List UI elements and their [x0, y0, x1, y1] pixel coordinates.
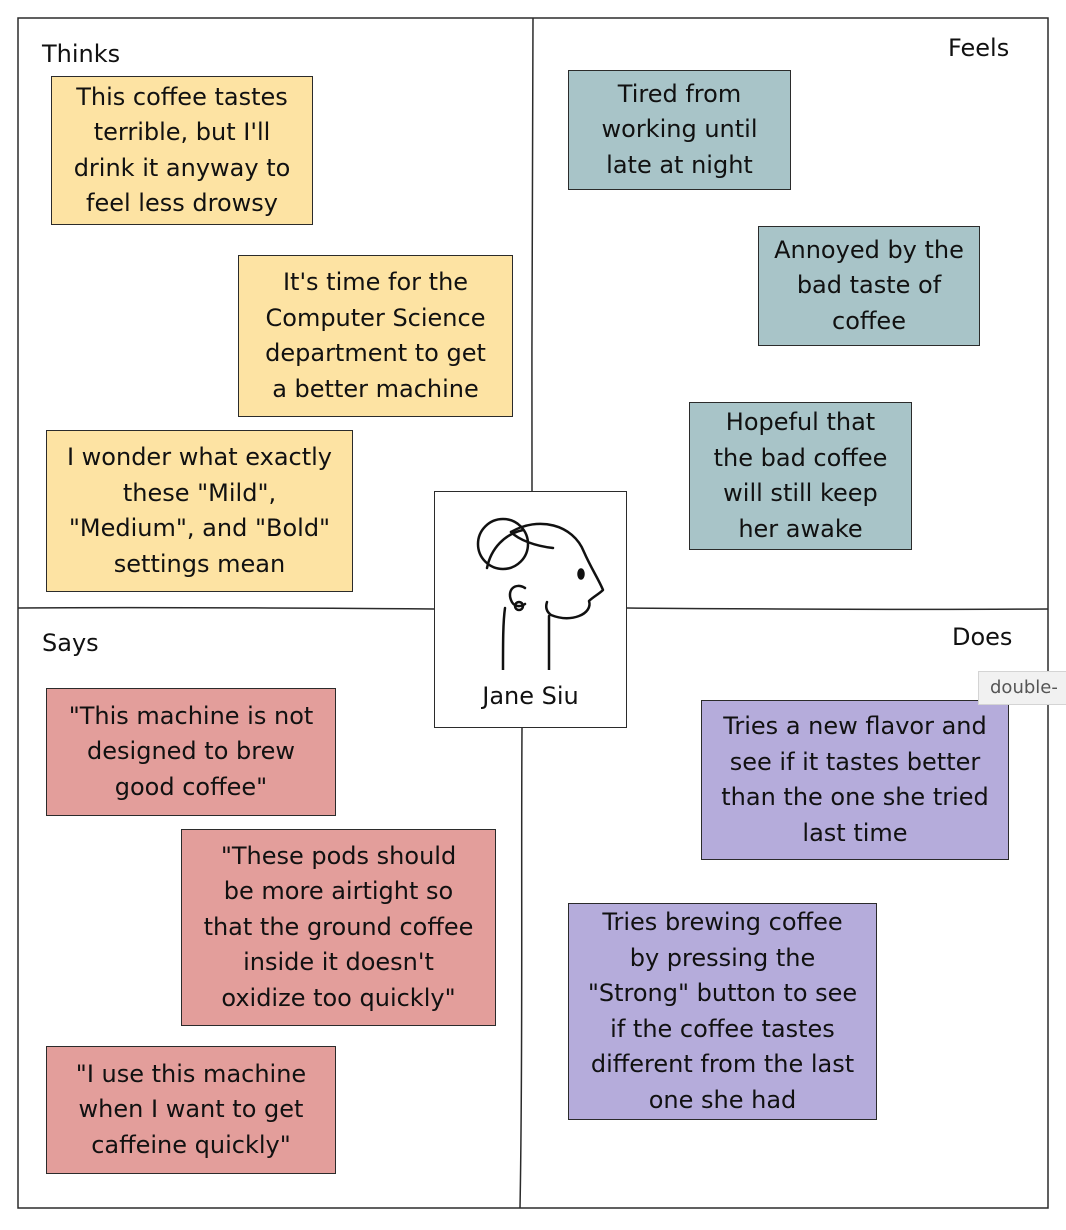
- thinks-label: Thinks: [42, 40, 121, 68]
- does-label: Does: [952, 623, 1013, 651]
- sticky-note[interactable]: Hopeful that the bad coffee will still k…: [689, 402, 912, 550]
- feels-label: Feels: [948, 34, 1010, 62]
- divider-horizontal-left: [17, 606, 435, 610]
- sticky-note[interactable]: "This machine is not designed to brew go…: [46, 688, 336, 816]
- persona-name: Jane Siu: [482, 682, 579, 710]
- sticky-note[interactable]: This coffee tastes terrible, but I'll dr…: [51, 76, 313, 225]
- divider-vertical-bottom: [519, 727, 523, 1209]
- sticky-note[interactable]: Tries brewing coffee by pressing the "St…: [568, 903, 877, 1120]
- divider-vertical-top: [531, 17, 534, 492]
- divider-horizontal-right: [626, 607, 1049, 611]
- tooltip: double-: [978, 671, 1066, 705]
- sticky-note[interactable]: Tries a new flavor and see if it tastes …: [701, 700, 1009, 860]
- sticky-note[interactable]: I wonder what exactly these "Mild", "Med…: [46, 430, 353, 592]
- sticky-note[interactable]: "I use this machine when I want to get c…: [46, 1046, 336, 1174]
- sticky-note[interactable]: It's time for the Computer Science depar…: [238, 255, 513, 417]
- says-label: Says: [42, 629, 99, 657]
- sticky-note[interactable]: Annoyed by the bad taste of coffee: [758, 226, 980, 346]
- woman-profile-icon: [476, 517, 605, 670]
- persona-card[interactable]: Jane Siu: [434, 491, 627, 728]
- sticky-note[interactable]: Tired from working until late at night: [568, 70, 791, 190]
- sticky-note[interactable]: "These pods should be more airtight so t…: [181, 829, 496, 1026]
